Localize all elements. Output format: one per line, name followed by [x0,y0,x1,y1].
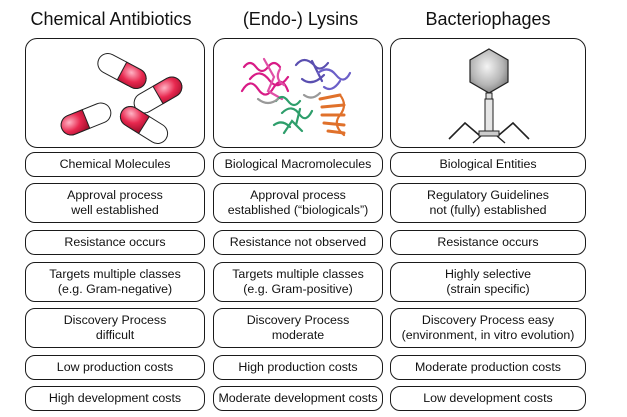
antibiotics-molecule-type: Chemical Molecules [25,152,205,177]
phages-targets: Highly selective(strain specific) [390,262,586,302]
antibiotics-development-costs: High development costs [25,386,205,411]
pills-illustration-box [25,38,205,148]
pills-icon [60,52,183,144]
phages-molecule-type: Biological Entities [390,152,586,177]
lysins-targets: Targets multiple classes(e.g. Gram-posit… [213,262,383,302]
lysin-illustration-box [213,38,383,148]
phages-resistance: Resistance occurs [390,230,586,255]
column-title-chemical-antibiotics: Chemical Antibiotics [30,8,192,29]
bacteriophage-icon [448,48,530,144]
lysins-development-costs: Moderate development costs [213,386,383,411]
lysins-production-costs: High production costs [213,355,383,380]
column-title-bacteriophages: Bacteriophages [425,8,551,29]
phage-illustration-box [390,38,586,148]
antibiotics-targets: Targets multiple classes(e.g. Gram-negat… [25,262,205,302]
phages-discovery: Discovery Process easy(environment, in v… [390,308,586,348]
column-title-lysins: (Endo-) Lysins [242,8,359,29]
phages-development-costs: Low development costs [390,386,586,411]
antibiotics-production-costs: Low production costs [25,355,205,380]
lysins-resistance: Resistance not observed [213,230,383,255]
lysins-molecule-type: Biological Macromolecules [213,152,383,177]
protein-structure-icon [240,57,352,137]
antibiotics-resistance: Resistance occurs [25,230,205,255]
phages-production-costs: Moderate production costs [390,355,586,380]
